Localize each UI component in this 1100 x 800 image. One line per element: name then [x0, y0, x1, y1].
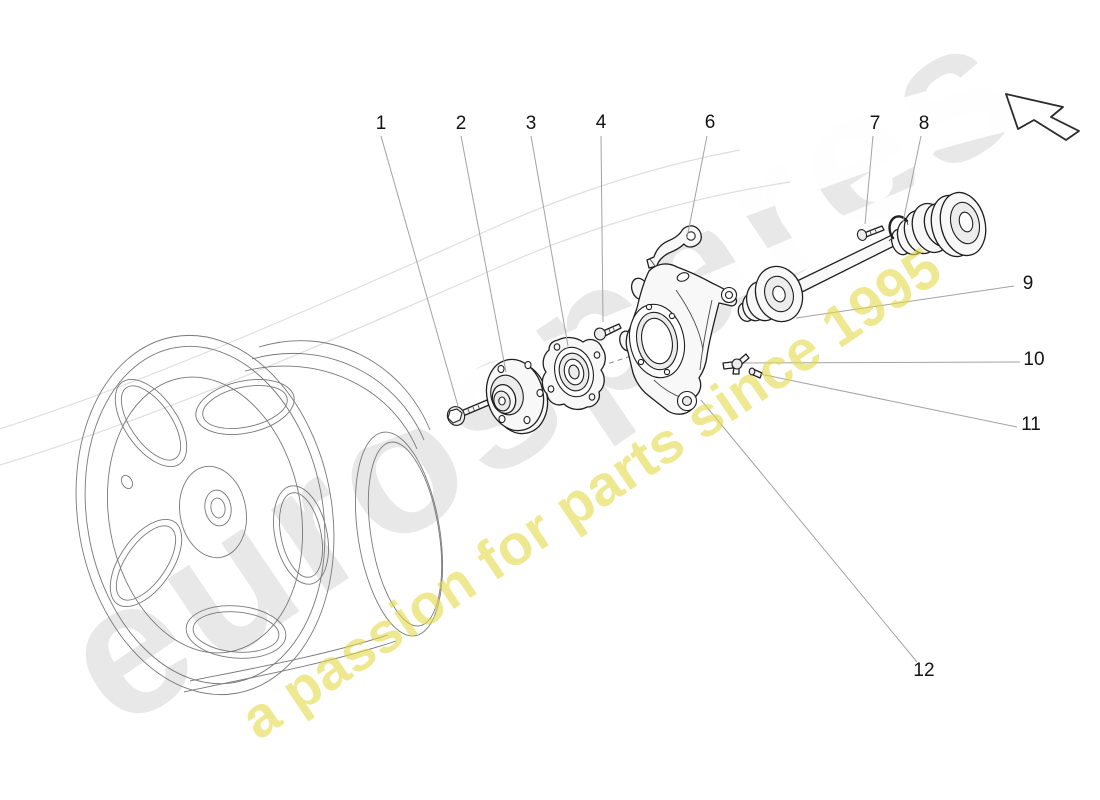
leader-line-11	[759, 373, 1018, 428]
wheel-hub-drawing	[485, 358, 549, 435]
callout-6[interactable]: 6	[705, 112, 716, 133]
leader-line-10	[743, 361, 1021, 364]
speed-sensor-drawing	[722, 353, 750, 375]
callout-4[interactable]: 4	[596, 112, 607, 133]
callout-11[interactable]: 11	[1021, 414, 1041, 435]
wheel-bearing-drawing	[541, 336, 606, 411]
alloy-wheel-drawing	[75, 334, 444, 696]
callout-9[interactable]: 9	[1023, 273, 1034, 294]
leader-line-12	[700, 399, 918, 663]
swoosh-band	[0, 50, 1100, 502]
leader-line-8	[902, 135, 922, 223]
callout-10[interactable]: 10	[1023, 349, 1044, 370]
cv-boot-drawing	[890, 191, 987, 258]
callout-2[interactable]: 2	[456, 113, 467, 134]
bolt-7-drawing	[856, 225, 885, 241]
wheel-spoke-windows	[109, 378, 329, 659]
leader-line-7	[864, 135, 874, 225]
swoosh-curve	[0, 181, 791, 466]
swoosh-curve	[0, 149, 741, 430]
callout-12[interactable]: 12	[913, 660, 934, 681]
nav-arrow-icon[interactable]	[1005, 93, 1080, 141]
leader-line-9	[795, 285, 1015, 319]
leader-line-3	[530, 135, 569, 347]
drive-shaft-drawing	[737, 191, 987, 323]
callout-3[interactable]: 3	[526, 113, 537, 134]
callout-7[interactable]: 7	[870, 113, 881, 134]
callout-1[interactable]: 1	[376, 113, 387, 134]
callout-8[interactable]: 8	[919, 113, 930, 134]
leader-line-1	[380, 135, 459, 407]
sensor-screw-drawing	[748, 367, 763, 379]
leader-line-2	[460, 135, 507, 373]
leader-line-4	[600, 135, 604, 323]
leader-lines	[380, 135, 1021, 663]
bolt-4-drawing	[593, 323, 622, 341]
leader-line-6	[686, 135, 708, 239]
cv-joint-drawing	[737, 265, 804, 323]
wheel-carrier-drawing	[619, 263, 738, 415]
bolt-1-drawing	[446, 399, 490, 426]
